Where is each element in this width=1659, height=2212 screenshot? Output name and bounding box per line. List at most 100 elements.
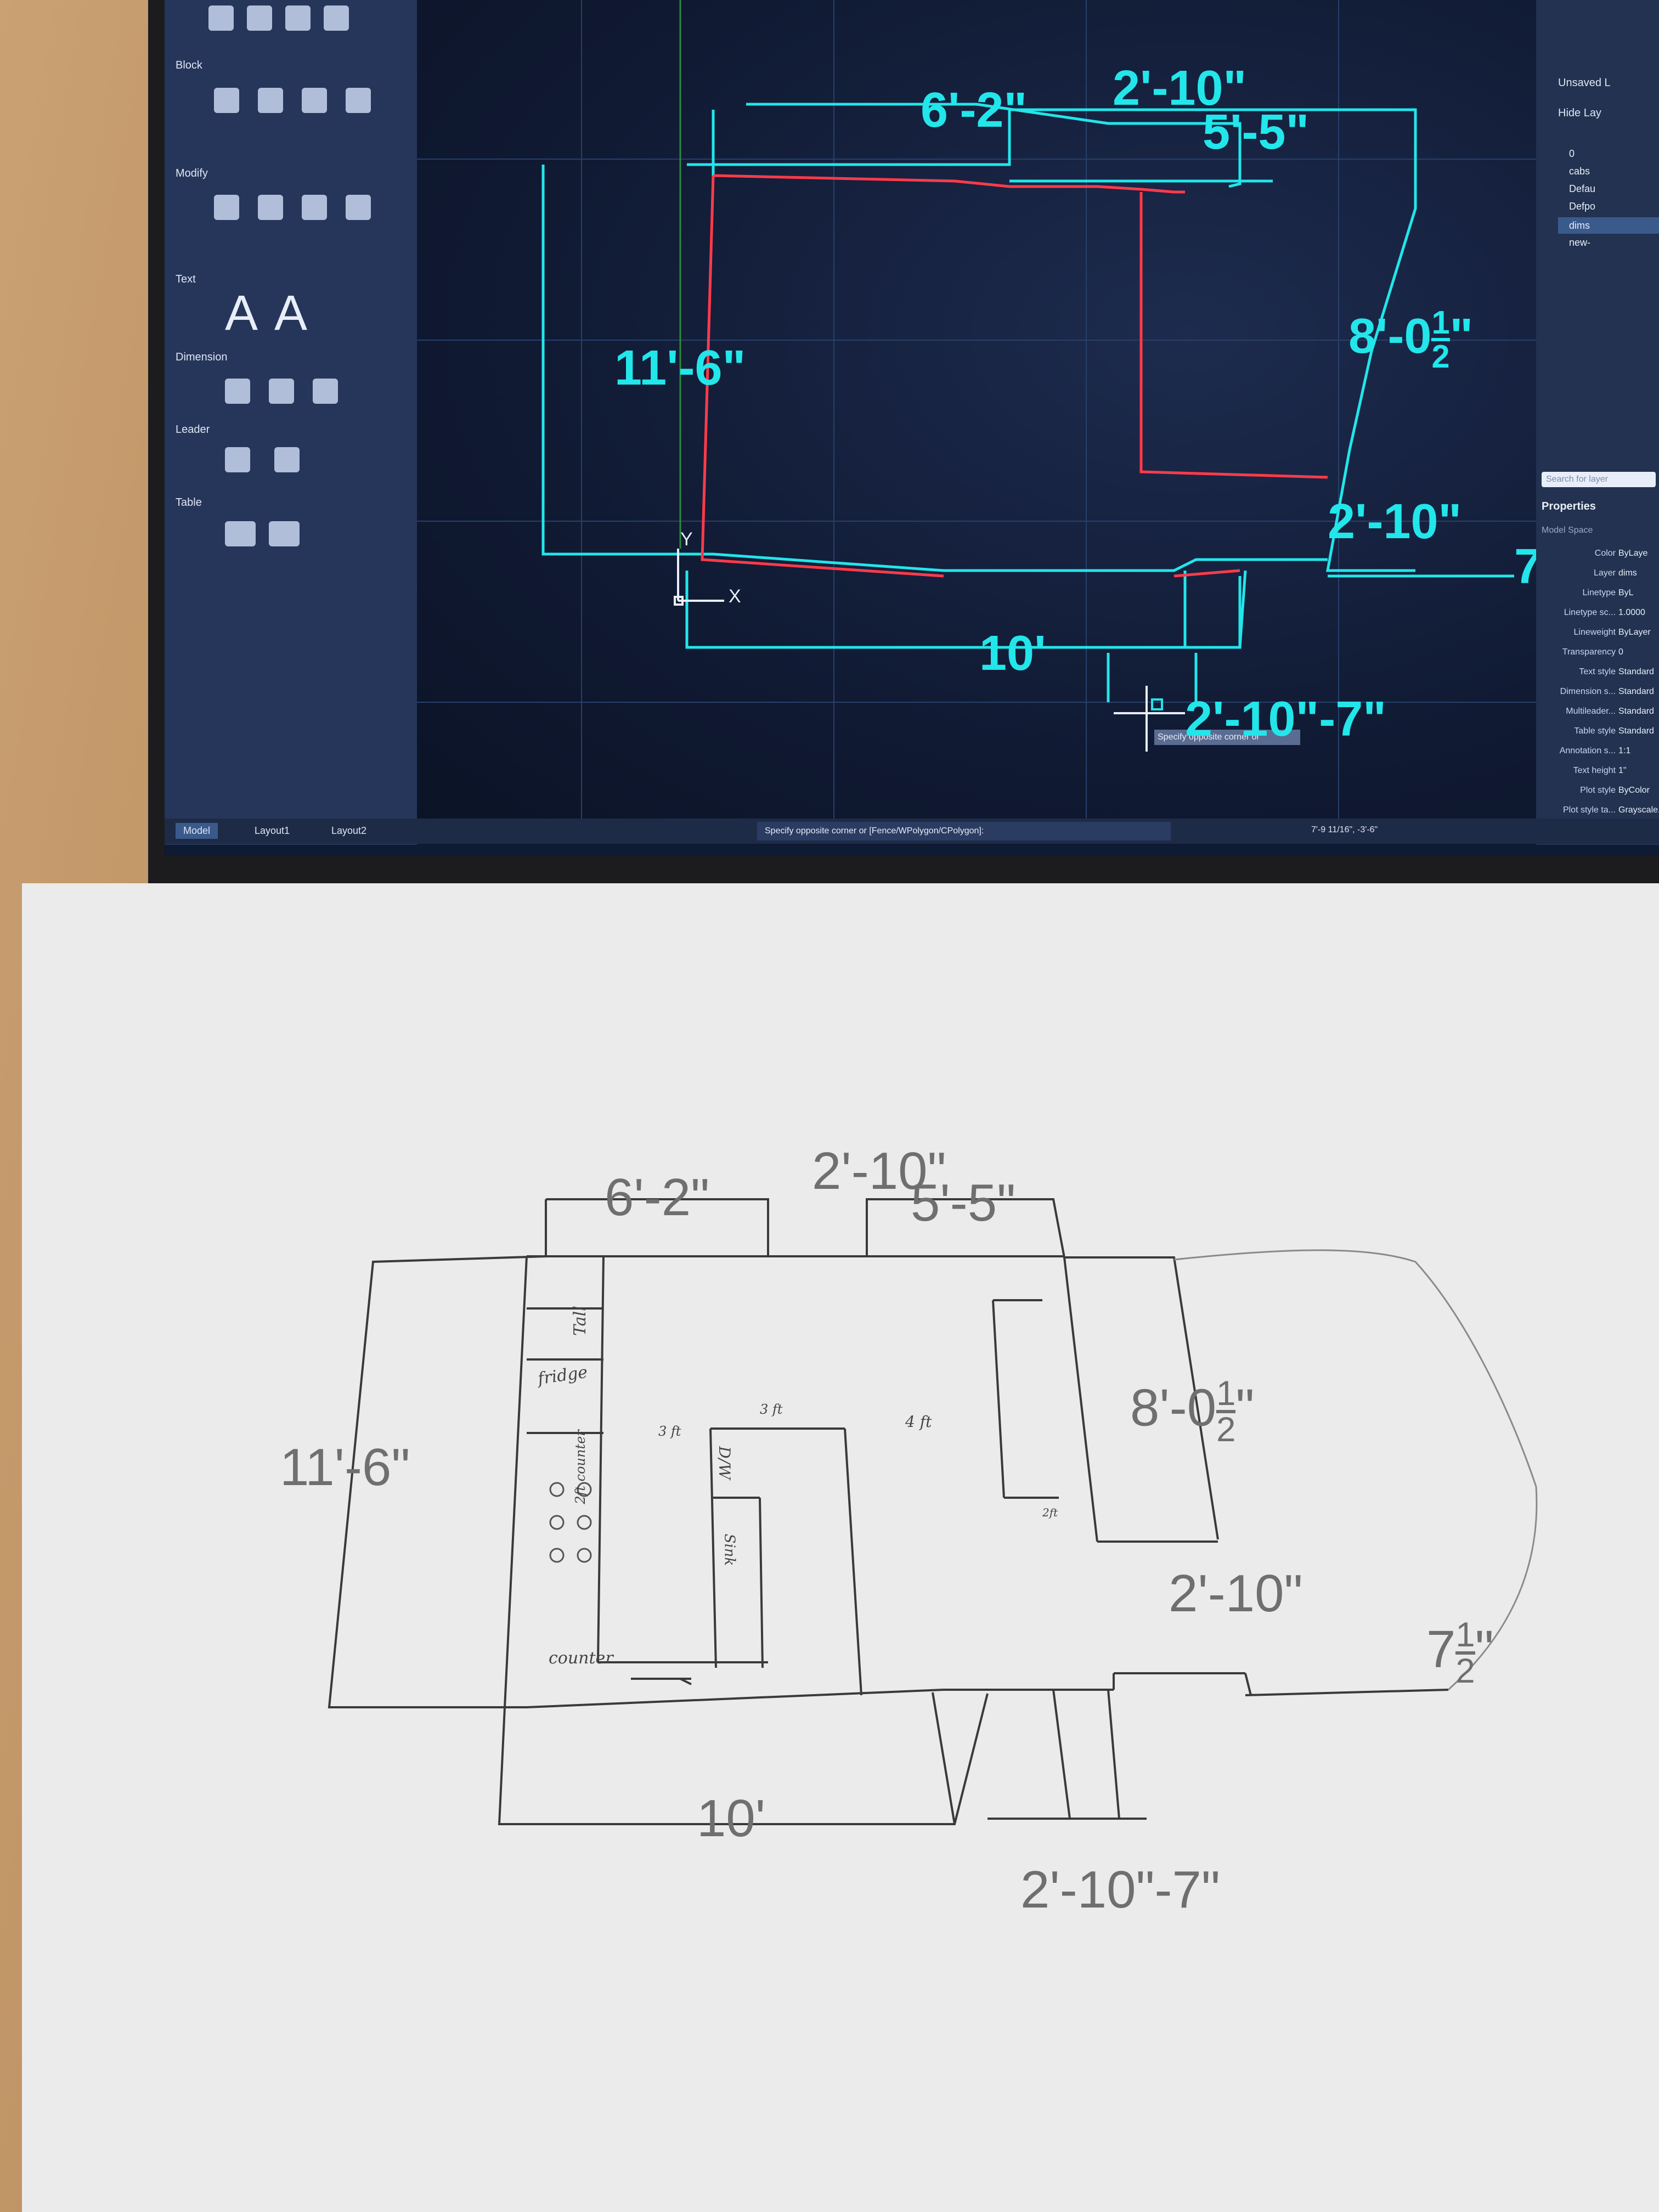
- panel-title-dimension[interactable]: Dimension: [176, 351, 228, 363]
- aligned-dimension-icon[interactable]: [269, 379, 294, 404]
- property-value[interactable]: dims: [1618, 568, 1637, 578]
- cad-dim-5-5: 5'-5": [1203, 105, 1310, 160]
- tab-model[interactable]: Model: [176, 823, 218, 839]
- panel-title-table[interactable]: Table: [176, 496, 202, 509]
- property-value[interactable]: Grayscale.ctb: [1618, 805, 1659, 815]
- panel-title-text[interactable]: Text: [176, 273, 196, 285]
- sketch-dim-2-10-right: 2'-10": [1169, 1564, 1303, 1623]
- multileader-icon[interactable]: [274, 447, 300, 472]
- property-value[interactable]: 0: [1618, 647, 1623, 657]
- sketch-dim-11-6: 11'-6": [280, 1438, 410, 1497]
- properties-title: Properties: [1542, 500, 1596, 512]
- radius-dimension-icon[interactable]: [313, 379, 338, 404]
- property-key: Color: [1594, 549, 1616, 558]
- table-style-icon[interactable]: [269, 521, 300, 546]
- cad-dim-6-2: 6'-2": [921, 83, 1028, 138]
- boundary-icon[interactable]: [285, 5, 311, 31]
- edit-block-icon[interactable]: [302, 88, 327, 113]
- table-icon[interactable]: [225, 521, 256, 546]
- panel-title-leader[interactable]: Leader: [176, 424, 210, 436]
- rotate-icon[interactable]: [258, 195, 283, 220]
- panel-title-modify[interactable]: Modify: [176, 167, 208, 179]
- region-icon[interactable]: [324, 5, 349, 31]
- property-value[interactable]: Standard: [1618, 667, 1654, 676]
- laptop-screen: Block Modify Text A A Dimension Leader T…: [165, 0, 1659, 856]
- property-key: Multileader...: [1566, 707, 1616, 716]
- create-block-icon[interactable]: [258, 88, 283, 113]
- command-line[interactable]: Specify opposite corner or [Fence/WPolyg…: [757, 822, 1171, 840]
- property-row[interactable]: Multileader...Standard: [1542, 707, 1654, 723]
- property-key: Table style: [1574, 726, 1616, 736]
- sketch-dim-10: 10': [697, 1789, 766, 1848]
- property-value[interactable]: ByLaye: [1618, 549, 1648, 558]
- move-icon[interactable]: [214, 195, 239, 220]
- property-value[interactable]: Standard: [1618, 707, 1654, 716]
- property-row[interactable]: Dimension s...Standard: [1542, 687, 1654, 703]
- property-row[interactable]: Plot style ta...Grayscale.ctb: [1542, 805, 1659, 822]
- property-value[interactable]: Standard: [1618, 726, 1654, 736]
- property-row[interactable]: Annotation s...1:1: [1542, 746, 1654, 763]
- layer-file-title: Unsaved L: [1558, 77, 1611, 89]
- layer-dims[interactable]: dims: [1558, 217, 1659, 234]
- note-dishwasher: D/W: [715, 1446, 733, 1480]
- cad-tool-ribbon: Block Modify Text A A Dimension Leader T…: [165, 0, 417, 845]
- hatch-icon[interactable]: [208, 5, 234, 31]
- property-value[interactable]: ByColor: [1618, 786, 1650, 795]
- tab-layout2[interactable]: Layout2: [331, 825, 367, 836]
- layer-cabs[interactable]: cabs: [1569, 166, 1590, 177]
- property-value[interactable]: ByLayer: [1618, 628, 1651, 637]
- cad-drawing: [417, 0, 1659, 834]
- gradient-icon[interactable]: [247, 5, 272, 31]
- hide-layers-toggle[interactable]: Hide Lay: [1558, 107, 1601, 119]
- cursor-tooltip: Specify opposite corner or: [1154, 730, 1300, 745]
- text-icon[interactable]: A: [225, 286, 258, 341]
- insert-block-icon[interactable]: [214, 88, 239, 113]
- text-edit-icon[interactable]: A: [274, 286, 308, 341]
- attribute-icon[interactable]: [346, 88, 371, 113]
- layer-search-input[interactable]: Search for layer: [1542, 472, 1656, 487]
- cad-dim-2-10-top: 2'-10": [1113, 61, 1247, 116]
- property-row[interactable]: Linetype sc...1.0000: [1542, 608, 1654, 624]
- drawing-canvas[interactable]: Y X Specify opposite corner or 6'-2" 2'-…: [417, 0, 1659, 834]
- note-3ft-left: 3 ft: [658, 1424, 681, 1439]
- layer-new[interactable]: new-: [1569, 237, 1591, 248]
- property-value[interactable]: 1:1: [1618, 746, 1631, 755]
- property-key: Transparency: [1562, 647, 1616, 657]
- property-value[interactable]: 1.0000: [1618, 608, 1645, 617]
- property-value[interactable]: ByL: [1618, 588, 1634, 597]
- linear-dimension-icon[interactable]: [225, 379, 250, 404]
- note-sink: Sink: [721, 1533, 738, 1566]
- layer-default[interactable]: Defau: [1569, 183, 1596, 194]
- layer-0[interactable]: 0: [1569, 148, 1575, 159]
- fillet-icon[interactable]: [346, 195, 371, 220]
- cad-dim-2-10-bottom: 2'-10"-7": [1185, 692, 1386, 747]
- trim-icon[interactable]: [302, 195, 327, 220]
- property-value[interactable]: 1": [1618, 766, 1627, 775]
- ucs-x-label: X: [729, 586, 741, 607]
- layer-defpoints[interactable]: Defpo: [1569, 201, 1596, 212]
- cad-dim-2-10-right: 2'-10": [1328, 494, 1462, 549]
- panel-title-block[interactable]: Block: [176, 59, 202, 71]
- property-value[interactable]: Standard: [1618, 687, 1654, 696]
- property-key: Text height: [1573, 766, 1616, 775]
- tab-layout1[interactable]: Layout1: [255, 825, 290, 836]
- property-key: Text style: [1579, 667, 1616, 676]
- note-3ft-top: 3 ft: [760, 1402, 783, 1417]
- property-key: Annotation s...: [1559, 746, 1616, 755]
- property-key: Layer: [1593, 568, 1616, 578]
- note-counter: counter: [549, 1649, 613, 1668]
- property-key: Linetype sc...: [1564, 608, 1616, 617]
- leader-icon[interactable]: [225, 447, 250, 472]
